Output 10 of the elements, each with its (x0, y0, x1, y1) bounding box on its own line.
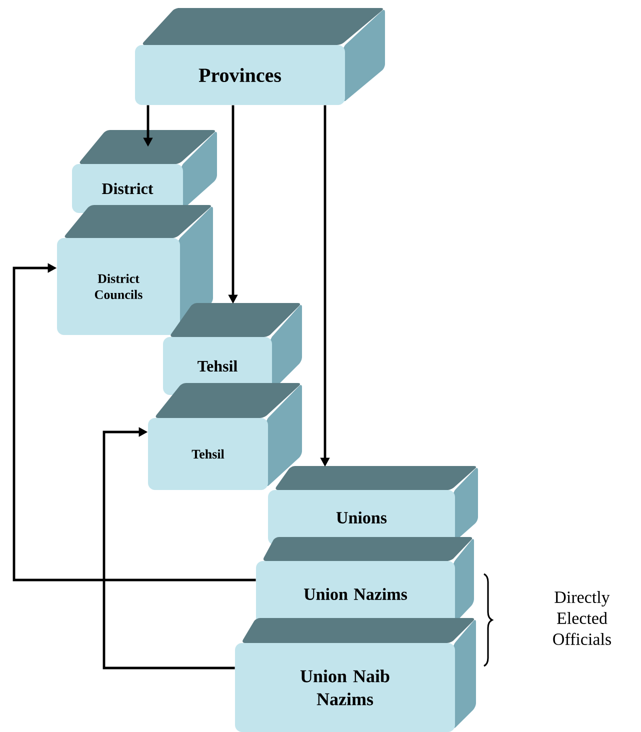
side-note: Directly Elected Officials (553, 591, 611, 645)
block-box: District (72, 130, 217, 213)
block-box: District Councils (57, 205, 213, 335)
block-box: Union Naib Nazims (235, 618, 476, 732)
arrow (102, 427, 235, 670)
block-box: Unions (268, 466, 478, 545)
block-box: Tehsil (148, 383, 302, 490)
block-box: Union Nazims (256, 537, 474, 627)
block-box: Provinces (135, 8, 385, 105)
arrow (12, 263, 256, 582)
